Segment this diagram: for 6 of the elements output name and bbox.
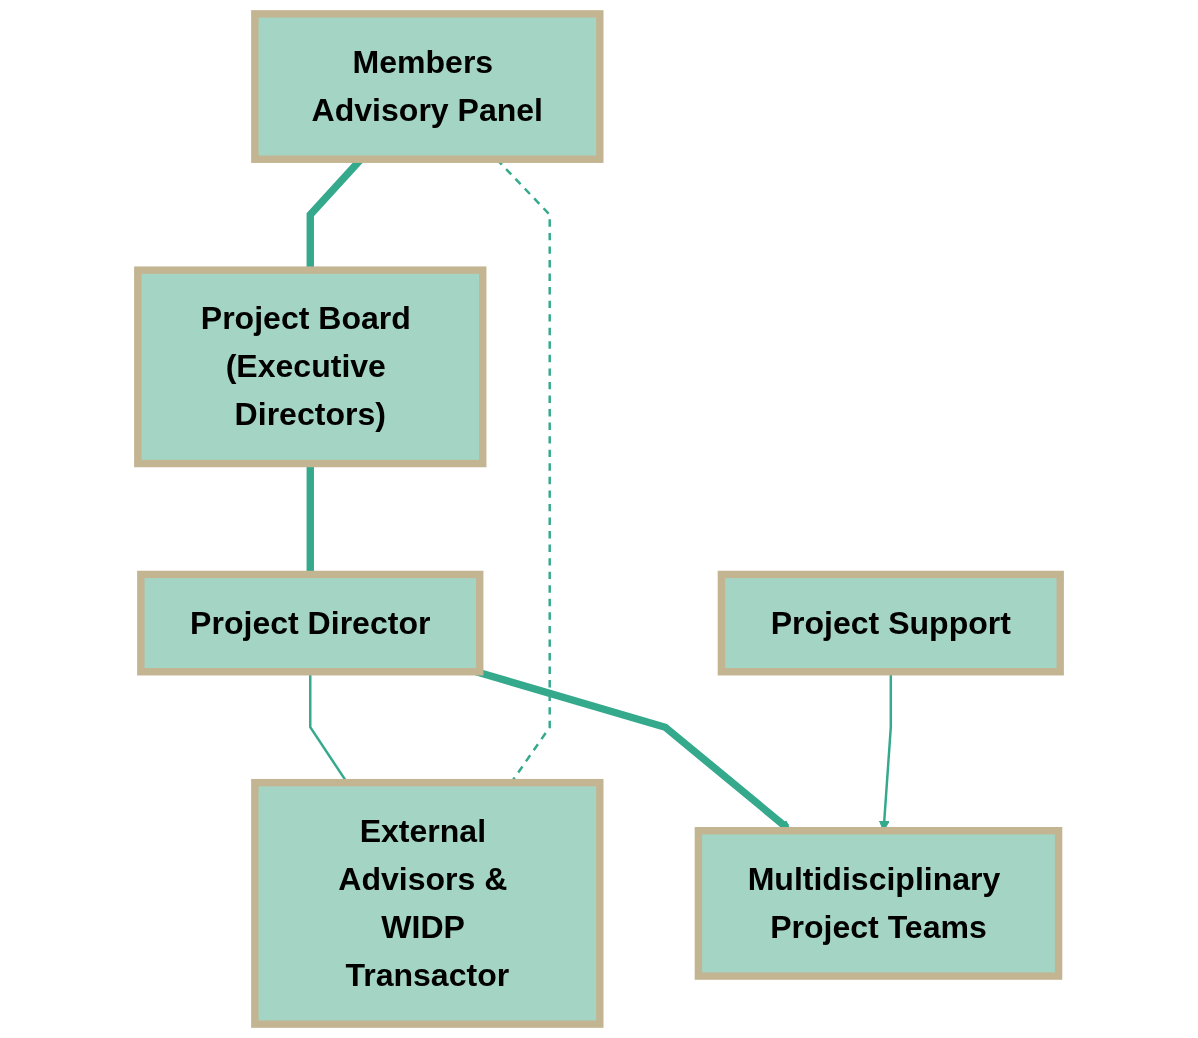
node-box: Project Director xyxy=(137,570,484,676)
node-box: Project Support xyxy=(717,570,1064,676)
node-box: External Advisors & WIDP Transactor xyxy=(251,778,604,1028)
node-box: Project Board (Executive Directors) xyxy=(134,266,487,468)
node-box: Multidisciplinary Project Teams xyxy=(694,827,1063,980)
node-box: Members Advisory Panel xyxy=(251,10,604,163)
